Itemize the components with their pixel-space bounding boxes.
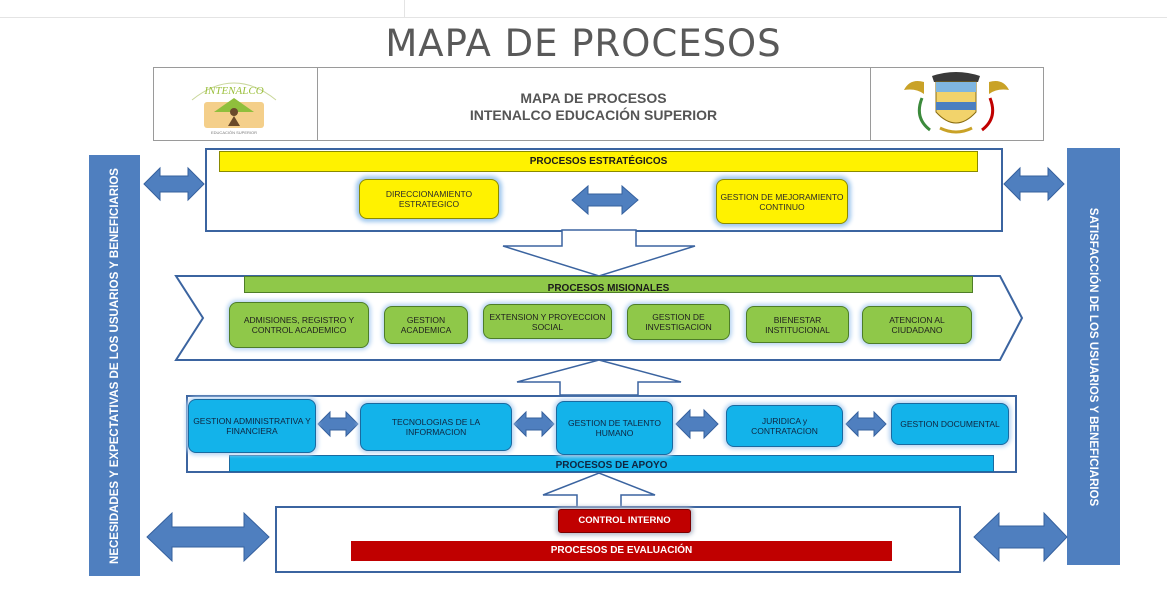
process-juridica-contratacion: JURIDICA y CONTRATACION	[726, 405, 843, 447]
diagram-header: INTENALCO EDUCACIÓN SUPERIOR MAPA DE PRO…	[153, 67, 1044, 141]
double-arrow-support-3	[675, 408, 719, 440]
double-arrow-left-strategic	[143, 166, 205, 202]
intenalco-logo: INTENALCO EDUCACIÓN SUPERIOR	[191, 82, 277, 135]
colombia-coat-of-arms-icon	[904, 72, 1009, 134]
process-gestion-documental: GESTION DOCUMENTAL	[891, 403, 1009, 445]
top-divider	[0, 17, 1167, 18]
process-bienestar: BIENESTAR INSTITUCIONAL	[746, 306, 849, 343]
top-vertical-divider	[404, 0, 405, 17]
arrow-down-strategic	[502, 229, 696, 277]
side-bar-needs: NECESIDADES Y EXPECTATIVAS DE LOS USUARI…	[89, 155, 140, 576]
double-arrow-right-evaluation	[973, 511, 1068, 563]
logo-text: INTENALCO	[203, 85, 263, 97]
process-gestion-academica: GESTION ACADEMICA	[384, 306, 468, 344]
side-bar-satisfaction: SATISFACCIÓN DE LOS USUARIOS Y BENEFICIA…	[1067, 148, 1120, 565]
process-extension-proyeccion: EXTENSION Y PROYECCION SOCIAL	[483, 304, 612, 339]
header-title-line1: MAPA DE PROCESOS	[520, 90, 667, 106]
double-arrow-support-2	[513, 410, 555, 438]
page-title: MAPA DE PROCESOS	[385, 22, 782, 65]
double-arrow-support-4	[845, 410, 887, 438]
process-administrativa-financiera: GESTION ADMINISTRATIVA Y FINANCIERA	[188, 399, 316, 453]
double-arrow-right-strategic	[1003, 166, 1065, 202]
header-right-logo-cell	[870, 68, 1043, 140]
process-tecnologias-informacion: TECNOLOGIAS DE LA INFORMACION	[360, 403, 512, 451]
band-support: PROCESOS DE APOYO	[229, 455, 994, 472]
header-title-line2: INTENALCO EDUCACIÓN SUPERIOR	[469, 107, 718, 123]
process-control-interno: CONTROL INTERNO	[558, 509, 691, 533]
process-direccionamiento-estrategico: DIRECCIONAMIENTO ESTRATEGICO	[359, 179, 499, 219]
header-title-cell: MAPA DE PROCESOS INTENALCO EDUCACIÓN SUP…	[317, 68, 871, 140]
header-left-logo-cell: INTENALCO EDUCACIÓN SUPERIOR	[154, 68, 318, 140]
logo-tagline: EDUCACIÓN SUPERIOR	[211, 130, 257, 135]
double-arrow-left-evaluation	[146, 511, 270, 563]
band-missional: PROCESOS MISIONALES	[244, 276, 973, 293]
arrow-up-support	[516, 359, 682, 396]
arrow-up-evaluation	[542, 472, 656, 508]
process-talento-humano: GESTION DE TALENTO HUMANO	[556, 401, 673, 455]
double-arrow-strategic-inner	[571, 184, 639, 216]
process-atencion-ciudadano: ATENCION AL CIUDADANO	[862, 306, 972, 344]
double-arrow-support-1	[317, 410, 359, 438]
process-admisiones: ADMISIONES, REGISTRO Y CONTROL ACADEMICO	[229, 302, 369, 348]
band-evaluation: PROCESOS DE EVALUACIÓN	[351, 541, 892, 561]
process-gestion-investigacion: GESTION DE INVESTIGACION	[627, 304, 730, 340]
band-strategic: PROCESOS ESTRATÉGICOS	[219, 151, 978, 172]
process-mejoramiento-continuo: GESTION DE MEJORAMIENTO CONTINUO	[716, 179, 848, 224]
